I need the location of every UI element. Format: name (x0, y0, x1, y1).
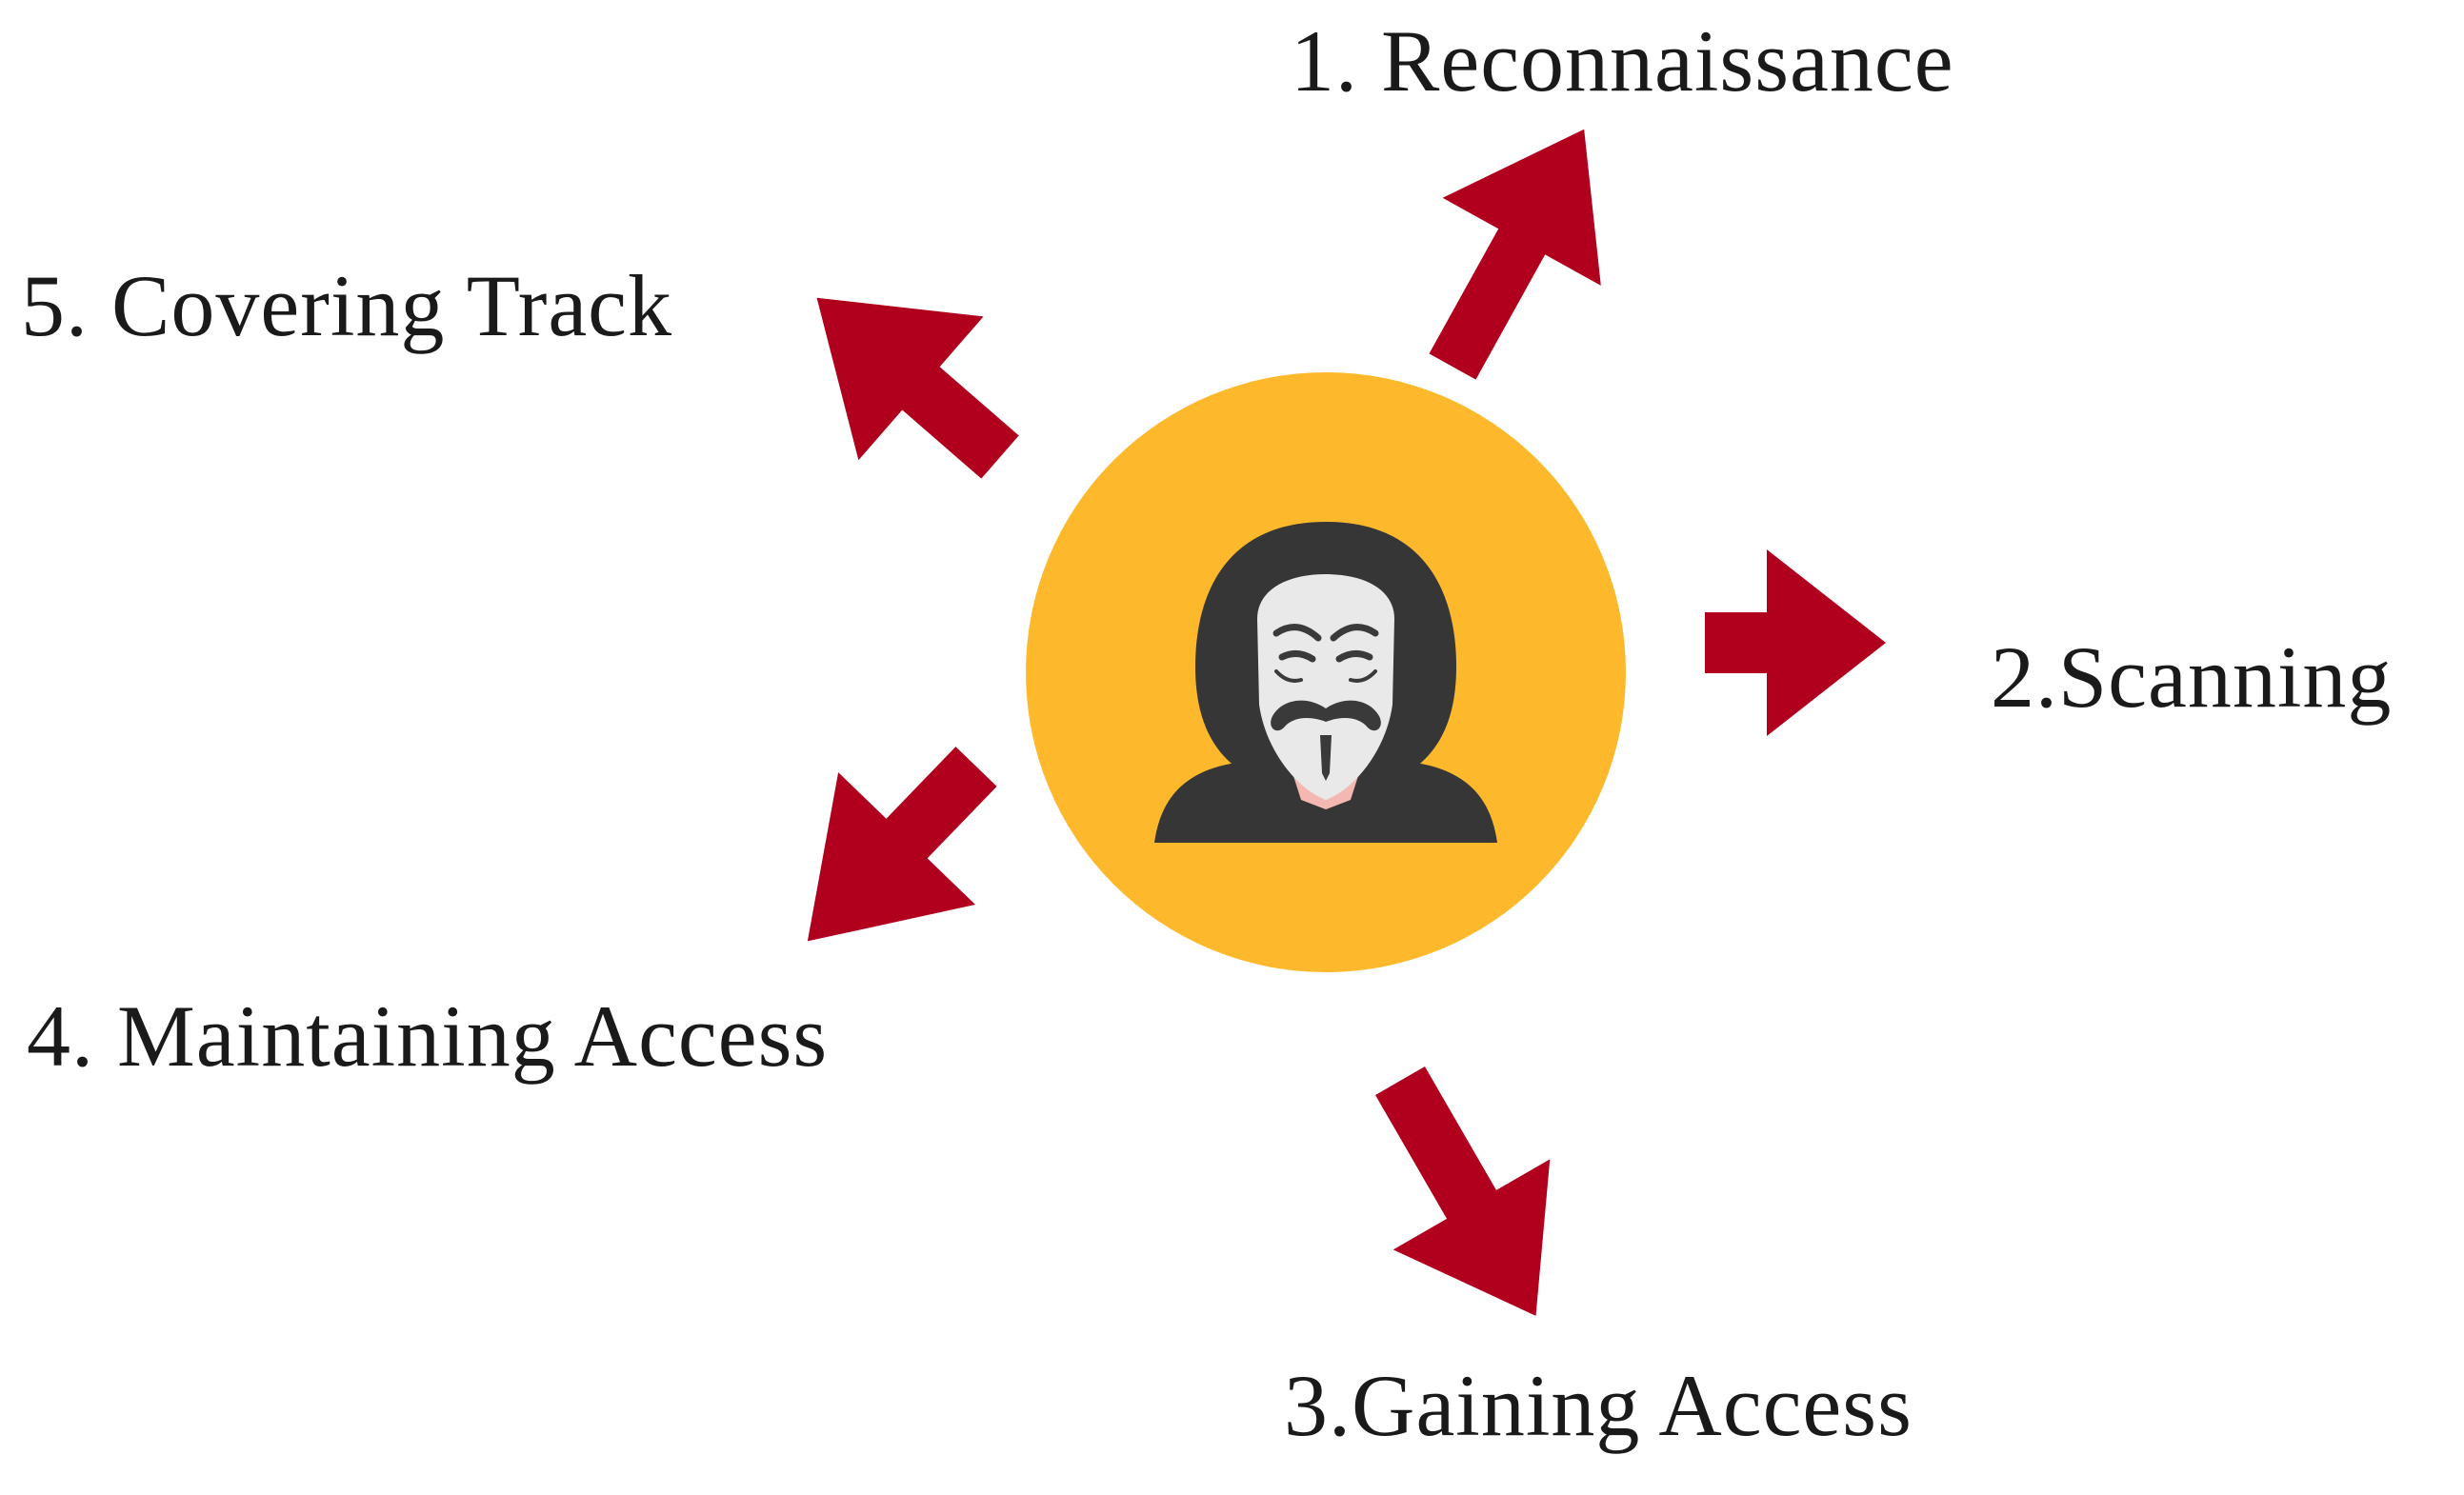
arrow-down-left-icon (807, 747, 997, 942)
arrow-up-left-icon (816, 297, 1019, 479)
arrow-right-icon (1705, 549, 1886, 736)
hacker-anonymous-mask-icon (1154, 522, 1497, 843)
arrow-up-right-icon (1429, 129, 1601, 380)
phase-label-maintaining-access: 4. Maintaining Access (27, 987, 829, 1085)
phase-label-covering-track: 5. Covering Track (21, 257, 672, 354)
phase-label-reconnaissance: 1. Reconnaissance (1291, 12, 1954, 110)
phase-label-scanning: 2.Scanning (1991, 628, 2393, 726)
phase-label-gaining-access: 3.Gaining Access (1284, 1357, 1913, 1454)
arrow-down-right-icon (1375, 1066, 1551, 1316)
